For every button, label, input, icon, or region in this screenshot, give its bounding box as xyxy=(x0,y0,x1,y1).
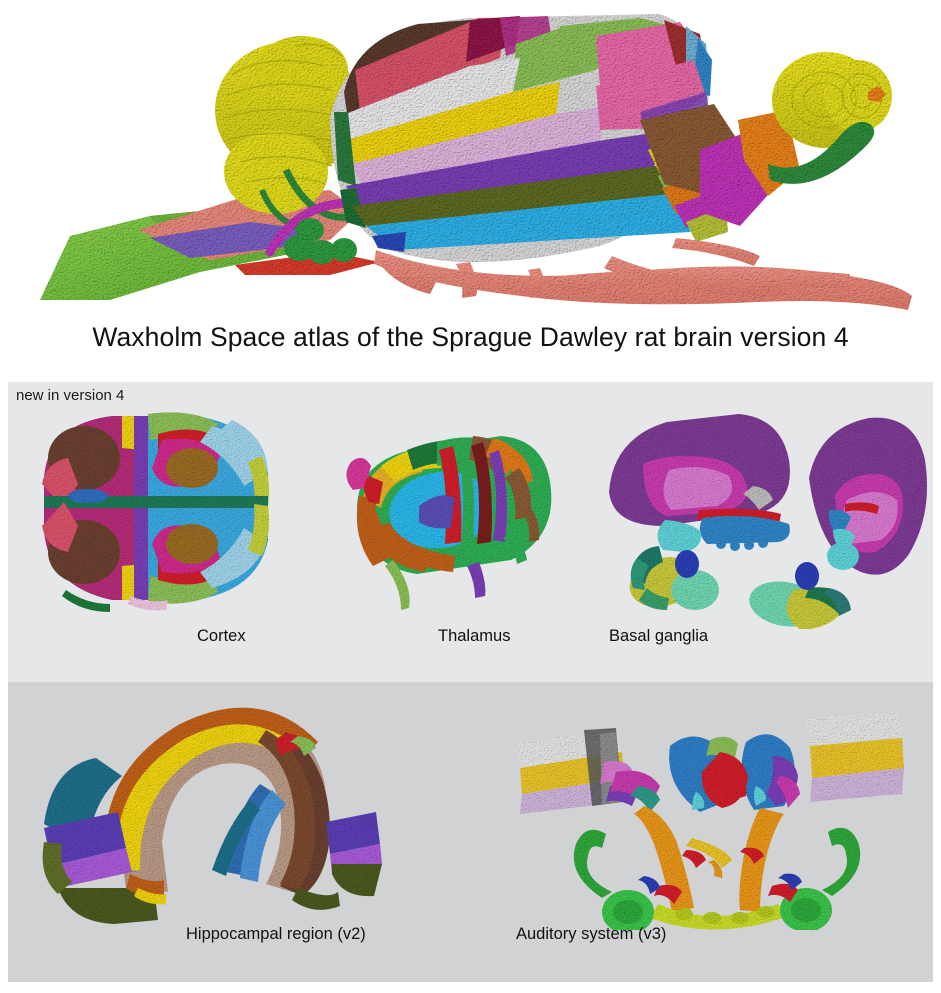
auditory-system-3d-render xyxy=(488,690,933,930)
cortex-label: Cortex xyxy=(197,627,246,645)
basal-ganglia-3d-render xyxy=(603,404,933,629)
hero-brain-figure xyxy=(0,0,941,312)
hippocampal-region-label: Hippocampal region (v2) xyxy=(186,925,366,943)
thalamus-label: Thalamus xyxy=(438,627,511,645)
panel-new-in-version-4: new in version 4 Cortex xyxy=(8,382,933,682)
cortex-3d-render xyxy=(26,400,276,625)
basal-ganglia-label: Basal ganglia xyxy=(609,627,709,645)
thalamus-3d-render xyxy=(333,410,568,620)
rat-brain-3d-render xyxy=(40,14,912,310)
panel-previous-versions: Hippocampal region (v2) xyxy=(8,682,933,982)
page-title: Waxholm Space atlas of the Sprague Dawle… xyxy=(0,314,941,360)
page-title-text: Waxholm Space atlas of the Sprague Dawle… xyxy=(92,321,849,352)
auditory-system-label: Auditory system (v3) xyxy=(516,925,667,943)
hippocampal-region-3d-render xyxy=(30,692,390,927)
panel-new-note: new in version 4 xyxy=(16,387,125,404)
